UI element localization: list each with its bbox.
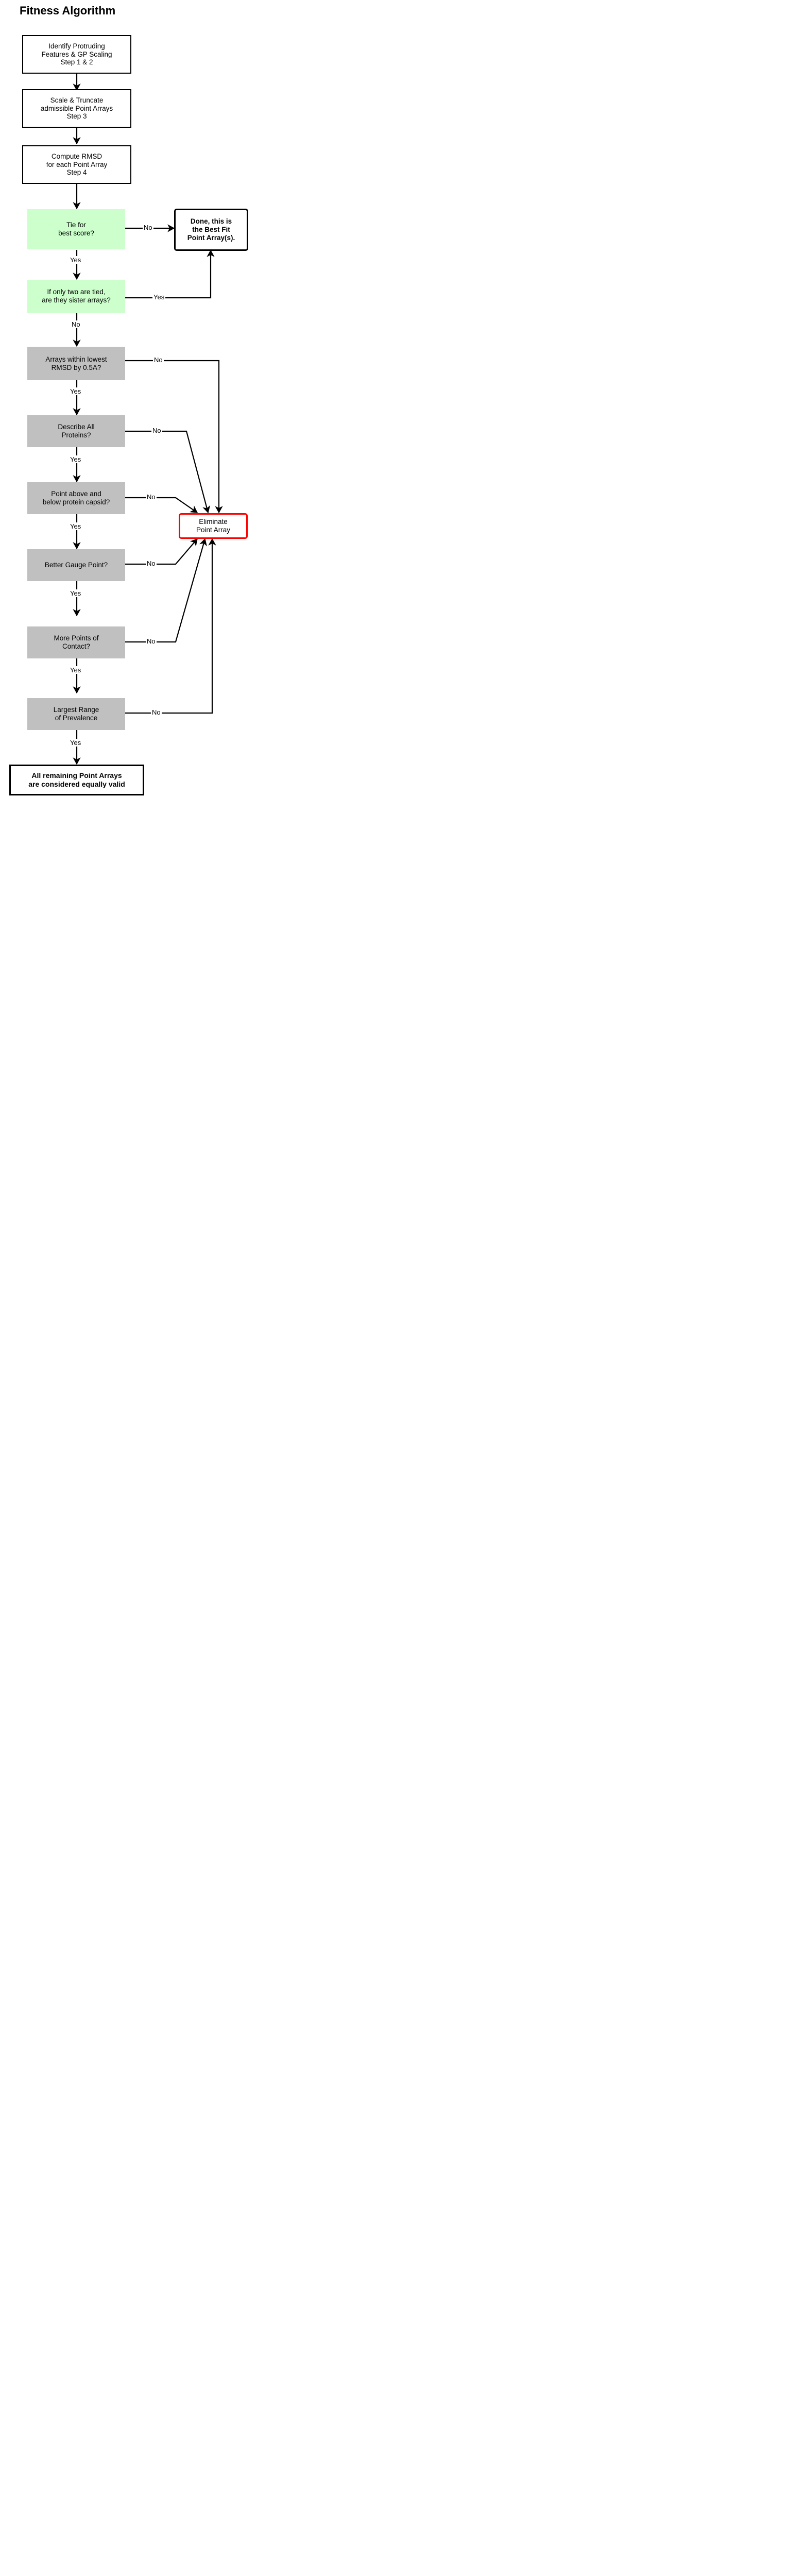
edge-label-contact-yes: Yes [69,666,82,674]
edge-label-rmsd-no: No [153,356,164,364]
edge-label-proteins-yes: Yes [69,455,82,463]
node-rmsd-window-label: Arrays within lowest RMSD by 0.5A? [45,355,107,371]
node-describe-proteins[interactable]: Describe All Proteins? [27,415,125,447]
node-sister-arrays-label: If only two are tied, are they sister ar… [42,288,111,304]
edge-label-proteins-no: No [151,427,162,434]
node-describe-proteins-label: Describe All Proteins? [58,423,95,439]
edge-label-tie-no: No [143,224,153,231]
edge-label-sister-no: No [71,320,81,328]
edge-label-contact-no: No [146,637,157,645]
edge-label-rmsd-yes: Yes [69,387,82,395]
edge-label-sister-yes: Yes [152,293,166,301]
edge-label-capsid-yes: Yes [69,522,82,530]
node-step-4-label: Compute RMSD for each Point Array Step 4 [46,152,108,177]
node-done-best-fit-label: Done, this is the Best Fit Point Array(s… [187,217,235,242]
node-eliminate-point-array[interactable]: Eliminate Point Array [179,513,248,539]
edge-label-gauge-no: No [146,560,157,567]
page-title: Fitness Algorithm [20,4,116,17]
edge-label-prevalence-no: No [151,708,162,716]
node-gauge-point-label: Better Gauge Point? [44,561,108,569]
node-tie-best-score-label: Tie for best score? [58,221,94,237]
flowchart-canvas: Fitness Algorithm [0,0,258,827]
node-step-1-2[interactable]: Identify Protruding Features & GP Scalin… [22,35,131,74]
node-step-4[interactable]: Compute RMSD for each Point Array Step 4 [22,145,131,184]
node-tie-best-score[interactable]: Tie for best score? [27,209,125,249]
node-step-1-2-label: Identify Protruding Features & GP Scalin… [41,42,112,66]
edge-label-tie-yes: Yes [69,256,82,264]
node-range-prevalence[interactable]: Largest Range of Prevalence [27,698,125,730]
node-points-contact-label: More Points of Contact? [54,634,99,650]
node-point-capsid[interactable]: Point above and below protein capsid? [27,482,125,514]
edge-label-prevalence-yes: Yes [69,739,82,747]
node-eliminate-point-array-label: Eliminate Point Array [196,518,231,534]
node-done-best-fit[interactable]: Done, this is the Best Fit Point Array(s… [174,209,248,251]
node-step-3-label: Scale & Truncate admissible Point Arrays… [40,96,113,121]
node-sister-arrays[interactable]: If only two are tied, are they sister ar… [27,280,125,313]
edge-label-gauge-yes: Yes [69,589,82,597]
node-points-contact[interactable]: More Points of Contact? [27,626,125,658]
node-rmsd-window[interactable]: Arrays within lowest RMSD by 0.5A? [27,347,125,380]
edge-label-capsid-no: No [146,493,157,501]
node-step-3[interactable]: Scale & Truncate admissible Point Arrays… [22,89,131,128]
node-all-valid[interactable]: All remaining Point Arrays are considere… [9,765,144,795]
node-range-prevalence-label: Largest Range of Prevalence [53,706,99,722]
node-gauge-point[interactable]: Better Gauge Point? [27,549,125,581]
node-all-valid-label: All remaining Point Arrays are considere… [28,771,125,788]
node-point-capsid-label: Point above and below protein capsid? [42,490,110,506]
